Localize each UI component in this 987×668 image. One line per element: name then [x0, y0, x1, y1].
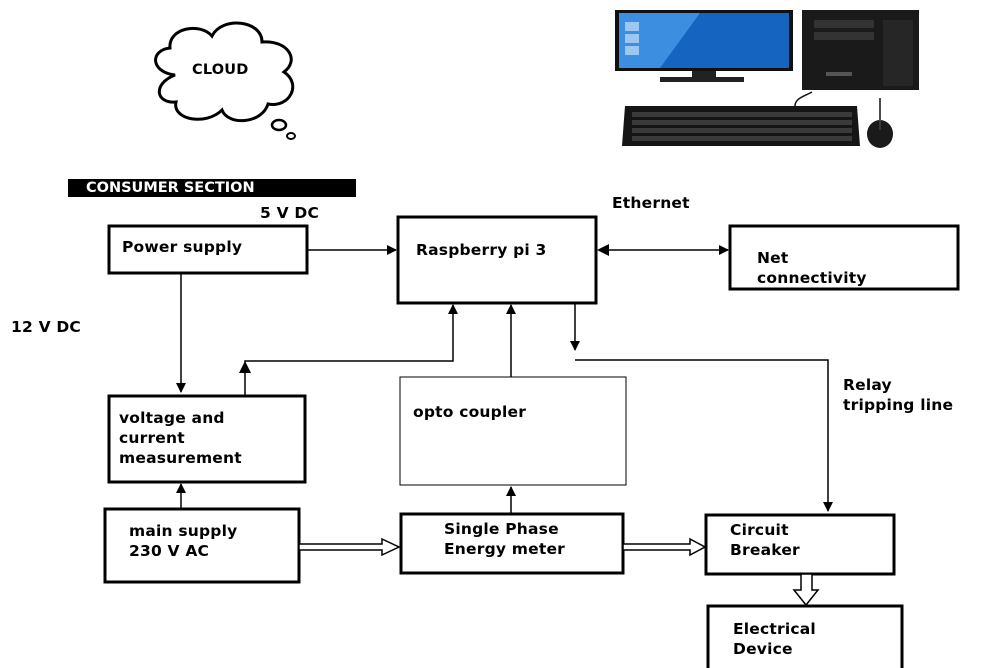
- cloud-icon: [154, 21, 296, 140]
- five-v-dc-label: 5 V DC: [260, 204, 320, 222]
- mouse-icon: [867, 98, 893, 148]
- pc-tower-icon: [802, 10, 919, 90]
- opto-coupler-block: [399, 376, 627, 486]
- voltage-current-label: voltage and current measurement: [119, 409, 242, 467]
- energy-meter-label: Single Phase Energy meter: [444, 520, 566, 558]
- circuit-breaker-label: Circuit Breaker: [730, 521, 800, 559]
- electrical-device-label: Electrical Device: [733, 620, 816, 658]
- net-connectivity-label: Net connectivity: [757, 249, 867, 287]
- cb-to-device-power-arrow: [792, 573, 820, 607]
- ethernet-arrowhead-left: [597, 244, 609, 256]
- vm-up-arrowhead: [239, 361, 251, 373]
- relay-tripping-label: Relay tripping line: [843, 376, 954, 414]
- raspberry-pi-label: Raspberry pi 3: [416, 241, 547, 259]
- power-supply-block: [107, 224, 309, 275]
- main-supply-block: [103, 507, 301, 584]
- monitor-icon: [615, 10, 793, 82]
- electrical-device-block: [706, 604, 904, 668]
- em-to-cb-power-arrow: [622, 537, 707, 557]
- net-connectivity-block: [728, 224, 960, 291]
- circuit-breaker-block: [704, 513, 896, 576]
- consumer-section-banner: CONSUMER SECTION: [68, 179, 356, 197]
- relay-tripping-wire: [575, 359, 833, 512]
- opto-coupler-label: opto coupler: [413, 403, 527, 421]
- raspberry-pi-block: [396, 215, 598, 305]
- voltage-current-block: [107, 394, 307, 484]
- main-supply-label: main supply 230 V AC: [129, 522, 238, 560]
- power-supply-label: Power supply: [122, 238, 243, 256]
- ethernet-label: Ethernet: [612, 194, 690, 212]
- twelve-v-dc-label: 12 V DC: [11, 318, 81, 336]
- cloud-label: CLOUD: [192, 62, 249, 78]
- ms-to-em-power-arrow: [298, 537, 401, 557]
- keyboard-icon: [622, 91, 860, 146]
- vm-to-rpi-wire: [244, 304, 458, 396]
